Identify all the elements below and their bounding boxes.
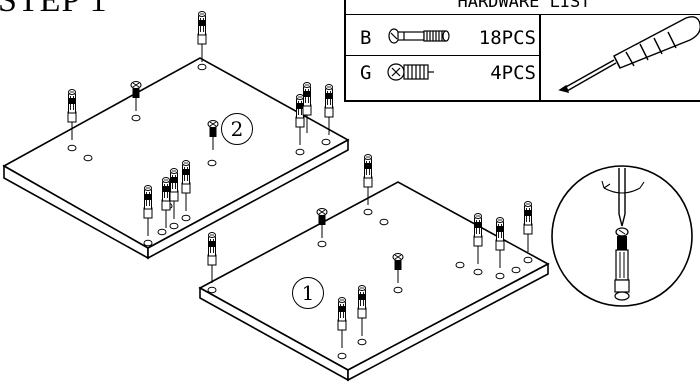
cam-dowel-icon: [384, 23, 454, 53]
hardware-list-title: HARDWARE LIST: [346, 0, 700, 15]
hardware-count: 4PCS: [490, 62, 536, 84]
panel-label-1: 1: [292, 277, 324, 309]
table-divider: [539, 14, 541, 102]
step-title: STEP 1: [0, 0, 108, 19]
hardware-letter: B: [360, 27, 372, 49]
panel-1-board: [198, 154, 550, 382]
hardware-count: 18PCS: [478, 27, 536, 49]
hardware-row-g: G 4PCS: [346, 56, 540, 90]
panel-2-board: [2, 11, 350, 260]
cam-lock-screw-icon: [384, 58, 444, 90]
hardware-row-b: B 18PCS: [346, 21, 540, 56]
hardware-letter: G: [360, 62, 372, 84]
screwdriver-icon: [556, 4, 700, 98]
panel-label-2: 2: [221, 113, 253, 145]
hardware-list-table: HARDWARE LIST B 18PCS: [344, 0, 700, 102]
cam-lock-detail-icon: [551, 165, 693, 307]
